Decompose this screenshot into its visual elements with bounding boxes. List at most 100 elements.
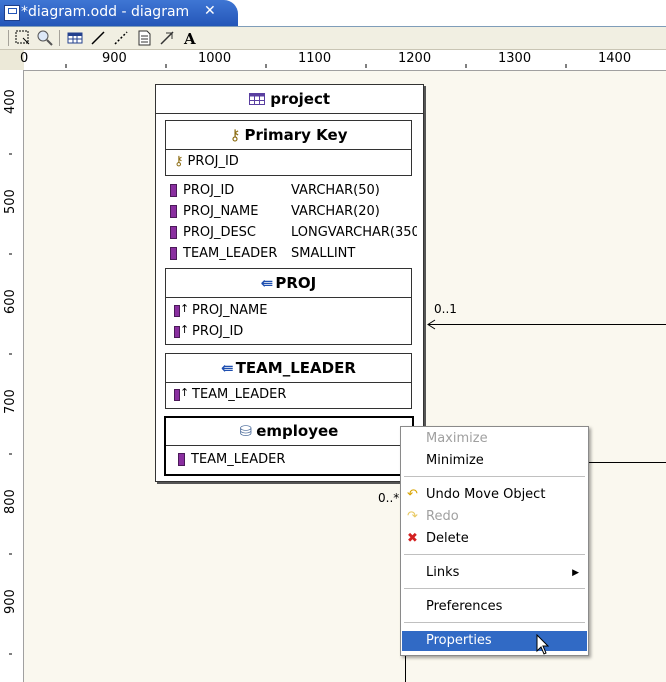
column-icon bbox=[170, 205, 177, 218]
context-menu: Maximize Minimize ↶Undo Move Object ↷Red… bbox=[400, 426, 589, 656]
svg-text:A: A bbox=[183, 30, 196, 47]
index-column-icon bbox=[174, 323, 189, 338]
delete-icon: ✖ bbox=[407, 531, 418, 546]
index-column[interactable]: TEAM_LEADER bbox=[174, 386, 287, 402]
index-label: PROJ bbox=[275, 274, 317, 292]
key-icon: ⚷ bbox=[229, 126, 241, 144]
column-name: PROJ_NAME bbox=[183, 204, 259, 219]
horizontal-ruler[interactable]: 0 900 1000 1100 1200 1300 1400 bbox=[20, 50, 666, 71]
table-name: project bbox=[270, 90, 331, 108]
column-name: TEAM_LEADER bbox=[183, 246, 278, 261]
table-icon bbox=[248, 93, 265, 105]
menu-item-delete[interactable]: ✖Delete bbox=[402, 529, 587, 549]
primary-key-title: ⚷Primary Key bbox=[166, 121, 411, 150]
menu-separator bbox=[404, 554, 585, 555]
menu-separator bbox=[404, 622, 585, 623]
menu-item-undo-move-object[interactable]: ↶Undo Move Object bbox=[402, 485, 587, 505]
foreign-key-label: employee bbox=[256, 422, 339, 440]
column-name: PROJ_DESC bbox=[183, 225, 256, 240]
column-icon bbox=[170, 184, 177, 197]
index-column-icon bbox=[174, 386, 189, 401]
index-box-team-leader[interactable]: ⇚TEAM_LEADER TEAM_LEADER bbox=[165, 353, 412, 409]
editor-tab-title: *diagram.odd - diagram bbox=[21, 4, 190, 20]
column-icon bbox=[178, 453, 185, 466]
foreign-key-box-employee[interactable]: ⛁employee TEAM_LEADER bbox=[164, 416, 414, 476]
menu-item-properties[interactable]: Properties bbox=[402, 631, 587, 651]
column-type: VARCHAR(20) bbox=[291, 204, 380, 219]
mouse-cursor-icon bbox=[536, 634, 550, 655]
column-row[interactable]: PROJ_DESC bbox=[170, 225, 256, 240]
close-icon[interactable]: ✕ bbox=[204, 3, 216, 19]
column-name: PROJ_ID bbox=[183, 183, 235, 198]
primary-key-column[interactable]: ⚷PROJ_ID bbox=[174, 154, 239, 169]
connection-cardinality: 0..* bbox=[378, 491, 400, 505]
editor-tab-bar: *diagram.odd - diagram ✕ bbox=[0, 0, 666, 27]
key-icon: ⚷ bbox=[174, 154, 184, 169]
index-title: ⇚TEAM_LEADER bbox=[166, 354, 411, 383]
connection-line[interactable] bbox=[428, 324, 666, 325]
diagram-file-icon bbox=[4, 5, 20, 21]
column-row[interactable]: TEAM_LEADER bbox=[170, 246, 277, 261]
foreign-key-column[interactable]: TEAM_LEADER bbox=[178, 452, 285, 467]
toolbar-separator bbox=[59, 30, 60, 46]
column-type: SMALLINT bbox=[291, 246, 356, 261]
relationship-tool-icon[interactable] bbox=[89, 29, 107, 47]
index-title: ⇚PROJ bbox=[166, 269, 411, 298]
dashed-link-tool-icon[interactable] bbox=[112, 29, 130, 47]
ruler-label: 0 bbox=[20, 51, 29, 66]
column-name: TEAM_LEADER bbox=[191, 452, 286, 467]
arrow-head-icon bbox=[427, 319, 436, 330]
connection-cardinality: 0..1 bbox=[434, 302, 457, 316]
note-link-tool-icon[interactable] bbox=[158, 29, 176, 47]
column-icon bbox=[170, 226, 177, 239]
ruler-label: 1200 bbox=[398, 51, 432, 66]
redo-icon: ↷ bbox=[407, 509, 418, 524]
menu-separator bbox=[404, 588, 585, 589]
menu-item-links[interactable]: Links▶ bbox=[402, 563, 587, 583]
select-tool-icon[interactable] bbox=[14, 29, 32, 47]
ruler-ticks bbox=[65, 64, 567, 68]
table-tool-icon[interactable] bbox=[66, 29, 84, 47]
palette-toolbar: A bbox=[0, 27, 666, 50]
ruler-label: 1000 bbox=[198, 51, 232, 66]
primary-key-box[interactable]: ⚷Primary Key ⚷PROJ_ID bbox=[165, 120, 412, 176]
connection-line[interactable] bbox=[586, 462, 666, 463]
index-column[interactable]: PROJ_NAME bbox=[174, 302, 268, 318]
connection-line[interactable] bbox=[405, 654, 406, 682]
ruler-label: 1300 bbox=[498, 51, 532, 66]
undo-icon: ↶ bbox=[407, 487, 418, 502]
ruler-ticks bbox=[9, 153, 12, 655]
primary-key-label: Primary Key bbox=[244, 126, 348, 144]
zoom-tool-icon[interactable] bbox=[36, 29, 54, 47]
text-tool-icon[interactable]: A bbox=[181, 29, 199, 48]
vertical-ruler[interactable]: 400 500 600 700 800 900 bbox=[0, 70, 24, 682]
menu-item-redo[interactable]: ↷Redo bbox=[402, 507, 587, 527]
foreign-key-icon: ⛁ bbox=[239, 422, 253, 440]
column-type: VARCHAR(50) bbox=[291, 183, 380, 198]
column-type: LONGVARCHAR(350 bbox=[291, 225, 417, 240]
index-icon: ⇚ bbox=[221, 359, 234, 377]
index-label: TEAM_LEADER bbox=[235, 359, 356, 377]
foreign-key-title: ⛁employee bbox=[166, 418, 412, 446]
toolbar-separator bbox=[8, 30, 9, 46]
column-row[interactable]: PROJ_ID bbox=[170, 183, 234, 198]
column-name: TEAM_LEADER bbox=[192, 387, 287, 402]
index-column-icon bbox=[174, 302, 189, 317]
menu-item-preferences[interactable]: Preferences bbox=[426, 599, 503, 614]
menu-item-maximize[interactable]: Maximize bbox=[426, 431, 488, 446]
menu-item-minimize[interactable]: Minimize bbox=[426, 453, 484, 468]
table-header: project bbox=[156, 85, 423, 114]
column-row[interactable]: PROJ_NAME bbox=[170, 204, 259, 219]
index-column[interactable]: PROJ_ID bbox=[174, 323, 243, 339]
note-tool-icon[interactable] bbox=[135, 29, 153, 47]
ruler-label: 900 bbox=[102, 51, 127, 66]
editor-tab[interactable]: *diagram.odd - diagram ✕ bbox=[0, 0, 238, 26]
submenu-arrow-icon: ▶ bbox=[572, 568, 579, 578]
column-name: PROJ_NAME bbox=[192, 303, 268, 318]
ruler-label: 1100 bbox=[298, 51, 332, 66]
index-box-proj[interactable]: ⇚PROJ PROJ_NAME PROJ_ID bbox=[165, 268, 412, 345]
column-icon bbox=[170, 247, 177, 260]
index-icon: ⇚ bbox=[260, 274, 274, 292]
column-name: PROJ_ID bbox=[187, 154, 239, 169]
table-figure-project[interactable]: project ⚷Primary Key ⚷PROJ_ID PROJ_ID VA… bbox=[155, 84, 424, 482]
